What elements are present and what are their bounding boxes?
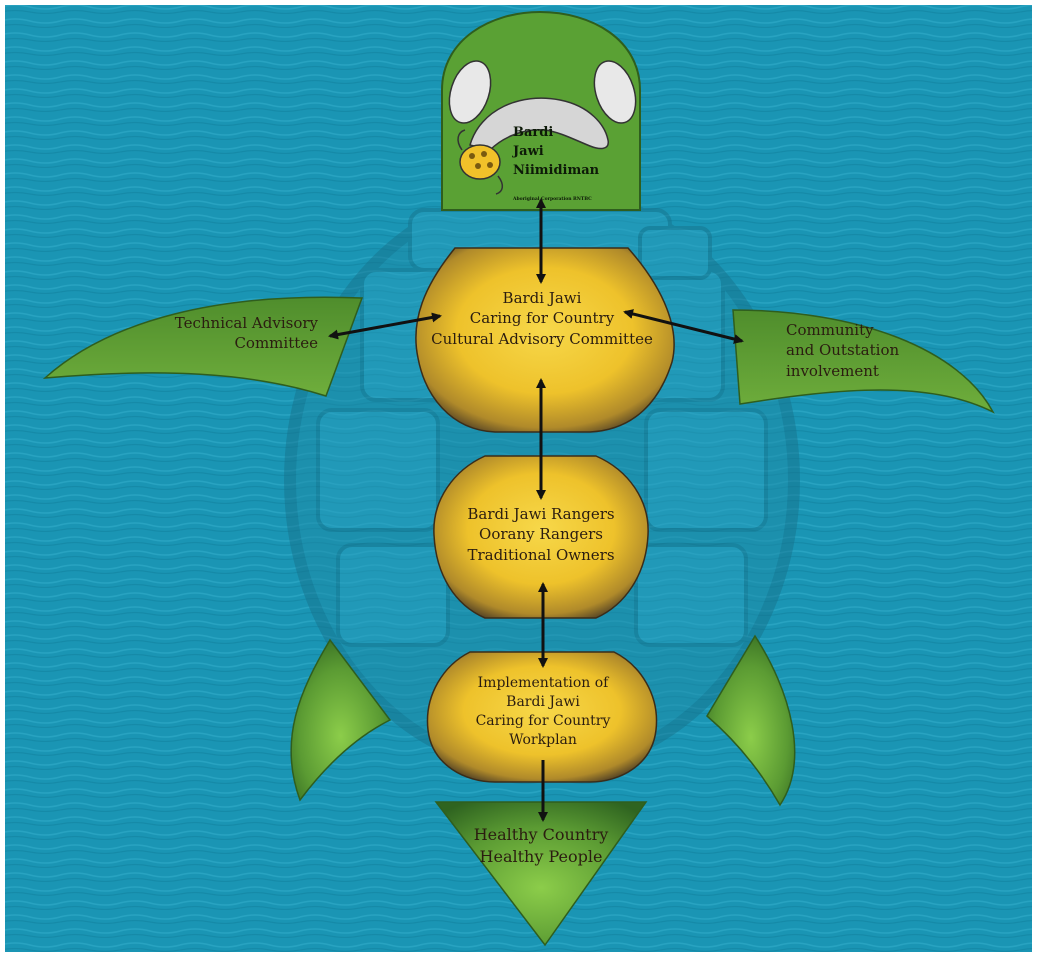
outcome-line2: Healthy People xyxy=(456,846,626,868)
community-line3: involvement xyxy=(786,361,946,381)
logo-title: Bardi Jawi Niimidiman xyxy=(513,124,599,181)
technical-line2: Committee xyxy=(148,333,318,353)
outcome-line1: Healthy Country xyxy=(456,824,626,846)
implementation-line2: Bardi Jawi xyxy=(430,693,656,712)
cultural-committee-line1: Bardi Jawi xyxy=(412,288,672,308)
node-cultural-committee: Bardi Jawi Caring for Country Cultural A… xyxy=(412,288,672,349)
node-community: Community and Outstation involvement xyxy=(786,320,946,381)
rangers-line3: Traditional Owners xyxy=(432,545,650,565)
rangers-line2: Oorany Rangers xyxy=(432,524,650,544)
cultural-committee-line2: Caring for Country xyxy=(412,308,672,328)
community-line2: and Outstation xyxy=(786,340,946,360)
node-rangers: Bardi Jawi Rangers Oorany Rangers Tradit… xyxy=(432,504,650,565)
community-line1: Community xyxy=(786,320,946,340)
implementation-line3: Caring for Country xyxy=(430,712,656,731)
rangers-line1: Bardi Jawi Rangers xyxy=(432,504,650,524)
implementation-line4: Workplan xyxy=(430,731,656,750)
logo-subtitle: Aboriginal Corporation RNTBC xyxy=(513,197,592,202)
logo-name-line3: Niimidiman xyxy=(513,162,599,181)
logo-name-line1: Bardi xyxy=(513,124,599,143)
cultural-committee-line3: Cultural Advisory Committee xyxy=(412,329,672,349)
technical-line1: Technical Advisory xyxy=(148,313,318,333)
node-implementation: Implementation of Bardi Jawi Caring for … xyxy=(430,674,656,750)
logo-name-line2: Jawi xyxy=(513,143,599,162)
implementation-line1: Implementation of xyxy=(430,674,656,693)
node-outcome: Healthy Country Healthy People xyxy=(456,824,626,867)
node-technical: Technical Advisory Committee xyxy=(148,313,318,354)
